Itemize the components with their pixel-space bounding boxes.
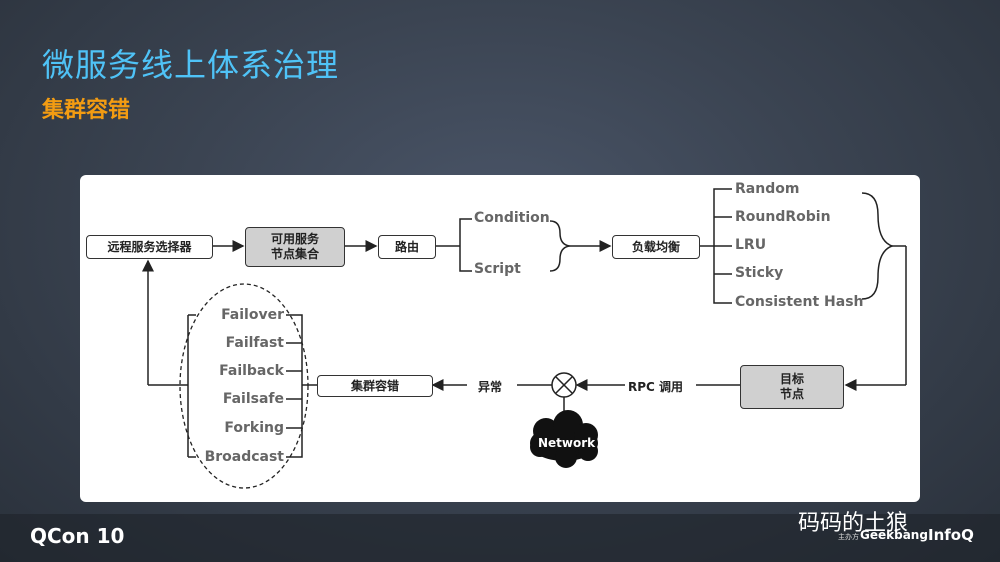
lb-option: Random <box>735 181 800 197</box>
routing-option: Script <box>474 261 521 277</box>
qcon-logo: QCon 10 <box>30 524 125 548</box>
lb-option: Sticky <box>735 265 784 281</box>
fault-option: Forking <box>224 420 284 436</box>
fault-option: Failfast <box>225 335 284 351</box>
fault-group-ellipse <box>179 283 309 489</box>
page-title: 微服务线上体系治理 <box>42 46 340 84</box>
exception-label: 异常 <box>478 380 503 394</box>
fault-option: Broadcast <box>204 449 284 465</box>
diagram-panel: 远程服务选择器 可用服务 节点集合 路由 负载均衡 目标 节点 集群容错 Con… <box>80 175 920 502</box>
fault-option: Failback <box>219 363 284 379</box>
diagram-connectors <box>142 188 907 489</box>
fault-option: Failover <box>221 307 284 323</box>
target-node-line1: 目标 <box>779 372 804 386</box>
network-cloud-icon <box>530 410 598 468</box>
cluster-fault-node: 集群容错 <box>317 375 433 397</box>
wechat-watermark: 码码的土狼 <box>798 511 909 536</box>
infoq-logo: InfoQ <box>928 526 974 544</box>
lb-option: Consistent Hash <box>735 294 864 310</box>
fault-option: Failsafe <box>222 391 284 407</box>
load-balance-node: 负载均衡 <box>612 235 700 259</box>
geekbang-logo: Geekbang <box>860 528 928 542</box>
lb-option: RoundRobin <box>735 209 831 225</box>
lb-option: LRU <box>735 237 767 253</box>
organizer-label: 主办方 <box>838 533 859 541</box>
target-node: 目标 节点 <box>740 365 844 409</box>
page-subtitle: 集群容错 <box>42 98 131 123</box>
junction-x-icon <box>551 372 577 398</box>
available-nodes-node: 可用服务 节点集合 <box>245 227 345 267</box>
available-nodes-line1: 可用服务 <box>270 232 319 246</box>
available-nodes-line2: 节点集合 <box>270 247 319 261</box>
routing-option: Condition <box>474 210 550 226</box>
rpc-call-label: RPC 调用 <box>628 380 684 394</box>
remote-service-selector-node: 远程服务选择器 <box>86 235 213 259</box>
network-label: Network <box>538 436 596 450</box>
footer-bar <box>0 514 1000 562</box>
target-node-line2: 节点 <box>779 387 804 401</box>
routing-node: 路由 <box>378 235 436 259</box>
